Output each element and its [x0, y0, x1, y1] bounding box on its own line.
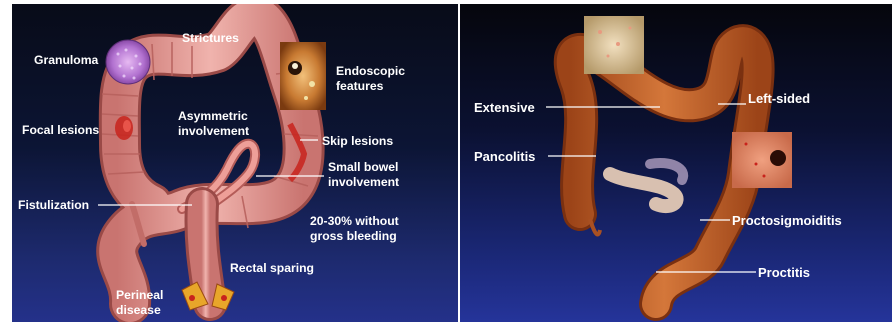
- label-bleeding-line2: gross bleeding: [310, 229, 397, 243]
- label-rectal-sparing: Rectal sparing: [230, 261, 314, 275]
- label-endoscopic-features-line1: Endoscopic: [336, 64, 405, 78]
- label-perineal-line2: disease: [116, 303, 161, 317]
- label-strictures: Strictures: [182, 31, 239, 45]
- label-small-bowel-line2: involvement: [328, 175, 399, 189]
- label-extensive: Extensive: [474, 100, 535, 115]
- label-proctitis: Proctitis: [758, 265, 810, 280]
- label-left-sided: Left-sided: [748, 91, 810, 106]
- crohns-colon-illustration: Granuloma Strictures Endoscopic features…: [12, 4, 458, 322]
- label-focal-lesions: Focal lesions: [22, 123, 99, 137]
- label-proctosigmoiditis: Proctosigmoiditis: [732, 213, 842, 228]
- label-asymmetric-line1: Asymmetric: [178, 109, 248, 123]
- label-small-bowel-line1: Small bowel: [328, 160, 398, 174]
- uc-colon: [571, 41, 758, 304]
- granuloma-sphere: [106, 40, 150, 84]
- label-granuloma: Granuloma: [34, 53, 99, 67]
- label-fistulization: Fistulization: [18, 198, 89, 212]
- label-bleeding-line1: 20-30% without: [310, 214, 399, 228]
- endoscopic-image: [280, 42, 326, 110]
- uc-colon-illustration: Extensive Pancolitis Left-sided Proctosi…: [460, 4, 892, 322]
- ulcerative-colitis-diagram-panel: Extensive Pancolitis Left-sided Proctosi…: [460, 4, 892, 322]
- uc-endoscopy-image-right: [732, 132, 792, 188]
- label-perineal-line1: Perineal: [116, 288, 163, 302]
- label-asymmetric-line2: involvement: [178, 124, 249, 138]
- label-skip-lesions: Skip lesions: [322, 134, 393, 148]
- crohns-diagram-panel: Granuloma Strictures Endoscopic features…: [12, 4, 458, 322]
- label-pancolitis: Pancolitis: [474, 149, 535, 164]
- label-endoscopic-features-line2: features: [336, 79, 384, 93]
- uc-endoscopy-image-top: [584, 16, 644, 74]
